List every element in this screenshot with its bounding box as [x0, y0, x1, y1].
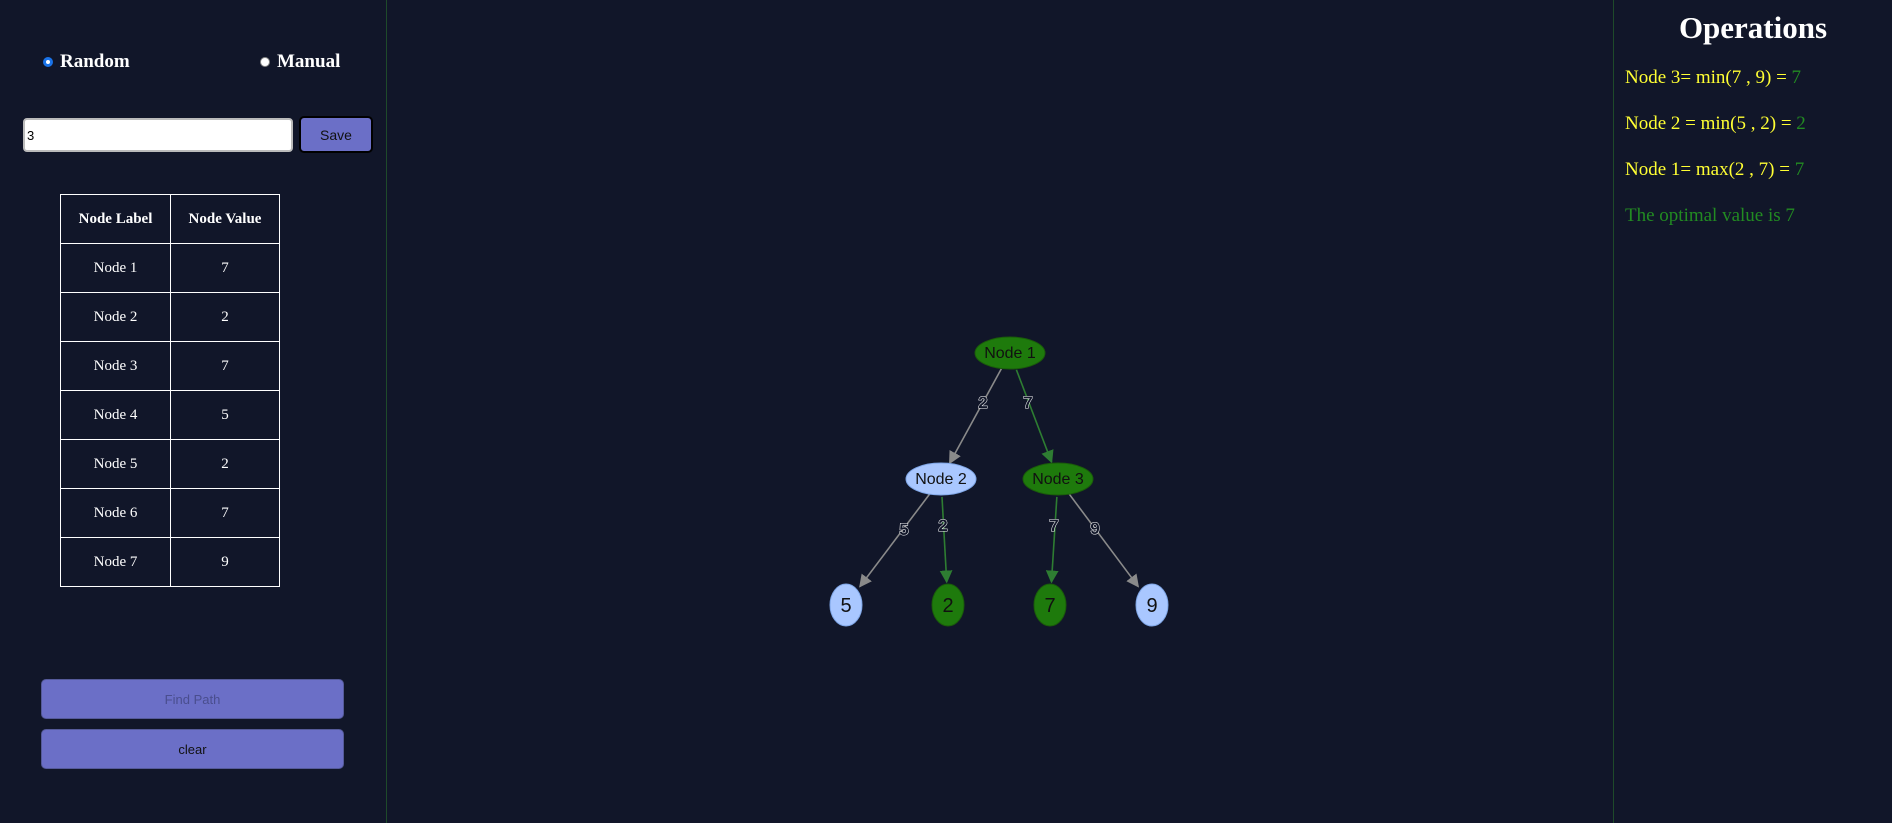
tree-node-label: Node 1 — [984, 345, 1036, 362]
table-header-row: Node Label Node Value — [60, 194, 280, 244]
tree-node-n5[interactable] — [931, 583, 965, 627]
table-row: Node 3 7 — [60, 341, 280, 391]
operation-result: 2 — [1796, 113, 1806, 134]
operation-text: Node 1= max(2 , 7) = — [1625, 159, 1795, 180]
tree-node-n4[interactable] — [829, 583, 863, 627]
row-node-value: 2 — [170, 292, 280, 342]
tree-graph: 2 7 5 2 7 9 Node 1 Node 2 Node 3 5 2 7 9 — [829, 336, 1169, 627]
tree-canvas[interactable]: 2 7 5 2 7 9 Node 1 Node 2 Node 3 5 2 7 9 — [388, 0, 1612, 823]
row-node-value: 7 — [170, 488, 280, 538]
tree-node-label: Node 3 — [1032, 471, 1084, 488]
row-node-label: Node 2 — [60, 292, 171, 342]
operations-title: Operations — [1678, 10, 1828, 45]
tree-node-n2[interactable] — [905, 462, 977, 496]
operation-line: Node 1= max(2 , 7) = 7 — [1625, 159, 1804, 181]
row-node-label: Node 5 — [60, 439, 171, 489]
edge-weight-label: 2 — [938, 516, 947, 535]
tree-edge-n1-n2 — [948, 368, 1003, 465]
table-row: Node 4 5 — [60, 390, 280, 440]
tree-node-n6[interactable] — [1033, 583, 1067, 627]
mode-random-option[interactable]: Random — [43, 51, 130, 73]
edge-weight-label: 2 — [978, 393, 987, 412]
operations-panel: Operations Node 3= min(7 , 9) = 7 Node 2… — [1613, 0, 1892, 823]
tree-edge-n3-n7 — [1068, 492, 1140, 588]
find-path-button[interactable]: Find Path — [41, 679, 344, 719]
row-node-value: 5 — [170, 390, 280, 440]
row-node-label: Node 6 — [60, 488, 171, 538]
tree-edge-n2-n5 — [939, 496, 953, 584]
tree-node-label: 5 — [840, 595, 851, 617]
operation-line: Node 2 = min(5 , 2) = 2 — [1625, 113, 1806, 135]
tree-node-n1[interactable] — [974, 336, 1046, 370]
row-node-label: Node 4 — [60, 390, 171, 440]
left-panel: Random Manual Save Node Label Node Value… — [0, 0, 387, 823]
node-values-table: Node Label Node Value Node 1 7 Node 2 2 … — [60, 194, 280, 587]
operation-line: Node 3= min(7 , 9) = 7 — [1625, 67, 1801, 89]
operation-result: 7 — [1791, 67, 1802, 88]
mode-random-radio[interactable] — [43, 57, 53, 67]
table-row: Node 6 7 — [60, 488, 280, 538]
operation-text: Node 2 = min(5 , 2) = — [1625, 113, 1797, 134]
row-node-value: 7 — [170, 243, 280, 293]
tree-edge-n2-n4 — [859, 492, 931, 588]
edge-weight-label: 7 — [1023, 393, 1032, 412]
table-row: Node 1 7 — [60, 243, 280, 293]
mode-manual-radio[interactable] — [260, 57, 270, 67]
row-node-label: Node 1 — [60, 243, 171, 293]
optimal-value-text: The optimal value is 7 — [1625, 205, 1795, 226]
tree-node-n7[interactable] — [1135, 583, 1169, 627]
row-node-label: Node 7 — [60, 537, 171, 587]
row-node-value: 2 — [170, 439, 280, 489]
table-row: Node 5 2 — [60, 439, 280, 489]
edge-weight-label: 7 — [1049, 516, 1058, 535]
table-row: Node 2 2 — [60, 292, 280, 342]
tree-edge-n1-n3 — [1015, 369, 1054, 464]
row-node-value: 9 — [170, 537, 280, 587]
header-node-label: Node Label — [60, 194, 171, 244]
operation-text: Node 3= min(7 , 9) = — [1625, 67, 1792, 88]
edge-weight-label: 9 — [1090, 519, 1099, 538]
mode-manual-option[interactable]: Manual — [260, 51, 340, 73]
table-row: Node 7 9 — [60, 537, 280, 587]
tree-node-label: 9 — [1146, 595, 1157, 617]
mode-manual-label: Manual — [277, 51, 341, 72]
tree-node-label: 7 — [1044, 595, 1055, 617]
header-node-value: Node Value — [170, 194, 280, 244]
edge-weight-label: 5 — [899, 520, 908, 539]
tree-node-label: 2 — [942, 595, 953, 617]
tree-node-label: Node 2 — [915, 471, 967, 488]
tree-node-n3[interactable] — [1022, 462, 1094, 496]
save-button[interactable]: Save — [299, 116, 373, 153]
operation-result: 7 — [1794, 159, 1805, 180]
row-node-value: 7 — [170, 341, 280, 391]
clear-button[interactable]: clear — [41, 729, 344, 769]
row-node-label: Node 3 — [60, 341, 171, 391]
tree-edge-n3-n6 — [1045, 496, 1059, 584]
node-value-input[interactable] — [23, 118, 293, 152]
mode-random-label: Random — [60, 51, 130, 72]
